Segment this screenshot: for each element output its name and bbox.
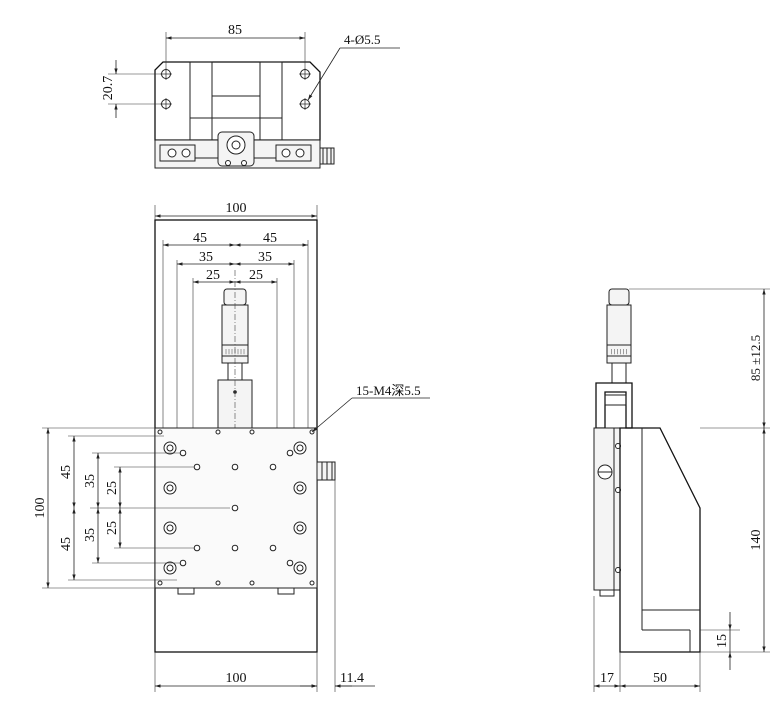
micrometer-thimble-icon [608, 288, 630, 306]
dim-45-right: 45 [263, 231, 277, 246]
front-view: ||||||| 100 45 45 35 35 25 25 [33, 201, 430, 692]
dim-top-100: 100 [226, 201, 247, 216]
top-hole-tl [160, 68, 172, 80]
dim-17: 17 [600, 671, 614, 686]
dim-v25-bottom: 25 [105, 521, 120, 535]
tap-note: 15-M4深5.5 [356, 383, 421, 398]
dim-bottom-100: 100 [226, 671, 247, 686]
dim-15: 15 [715, 634, 730, 648]
dim-v35-bottom: 35 [83, 528, 98, 542]
dim-travel: 85 ±12.5 [748, 335, 763, 381]
dim-25-right: 25 [249, 268, 263, 283]
dim-left-100: 100 [33, 498, 48, 519]
top-hole-tr [299, 68, 311, 80]
tapped-holes [179, 449, 294, 567]
dim-v45-top: 45 [59, 465, 74, 479]
svg-text:||||||: |||||| [610, 349, 628, 355]
top-hole-br [299, 98, 311, 110]
dim-140: 140 [749, 530, 764, 551]
hole-note: 4-Ø5.5 [344, 32, 380, 47]
counterbore-holes [163, 441, 307, 575]
top-view: 85 20.7 4-Ø5.5 [101, 23, 400, 169]
dim-v45-bottom: 45 [59, 537, 74, 551]
dim-35-right: 35 [258, 250, 272, 265]
dim-50: 50 [653, 671, 667, 686]
dim-85: 85 [228, 23, 242, 38]
dim-11-4: 11.4 [340, 671, 364, 686]
dim-25-left: 25 [206, 268, 220, 283]
dim-20-7: 20.7 [101, 76, 116, 101]
dim-35-left: 35 [199, 250, 213, 265]
dim-v35-top: 35 [83, 474, 98, 488]
dim-45-left: 45 [193, 231, 207, 246]
top-hole-bl [160, 98, 172, 110]
dim-v25-top: 25 [105, 481, 120, 495]
side-view: |||||| 85 ±12.5 140 15 [593, 288, 770, 692]
